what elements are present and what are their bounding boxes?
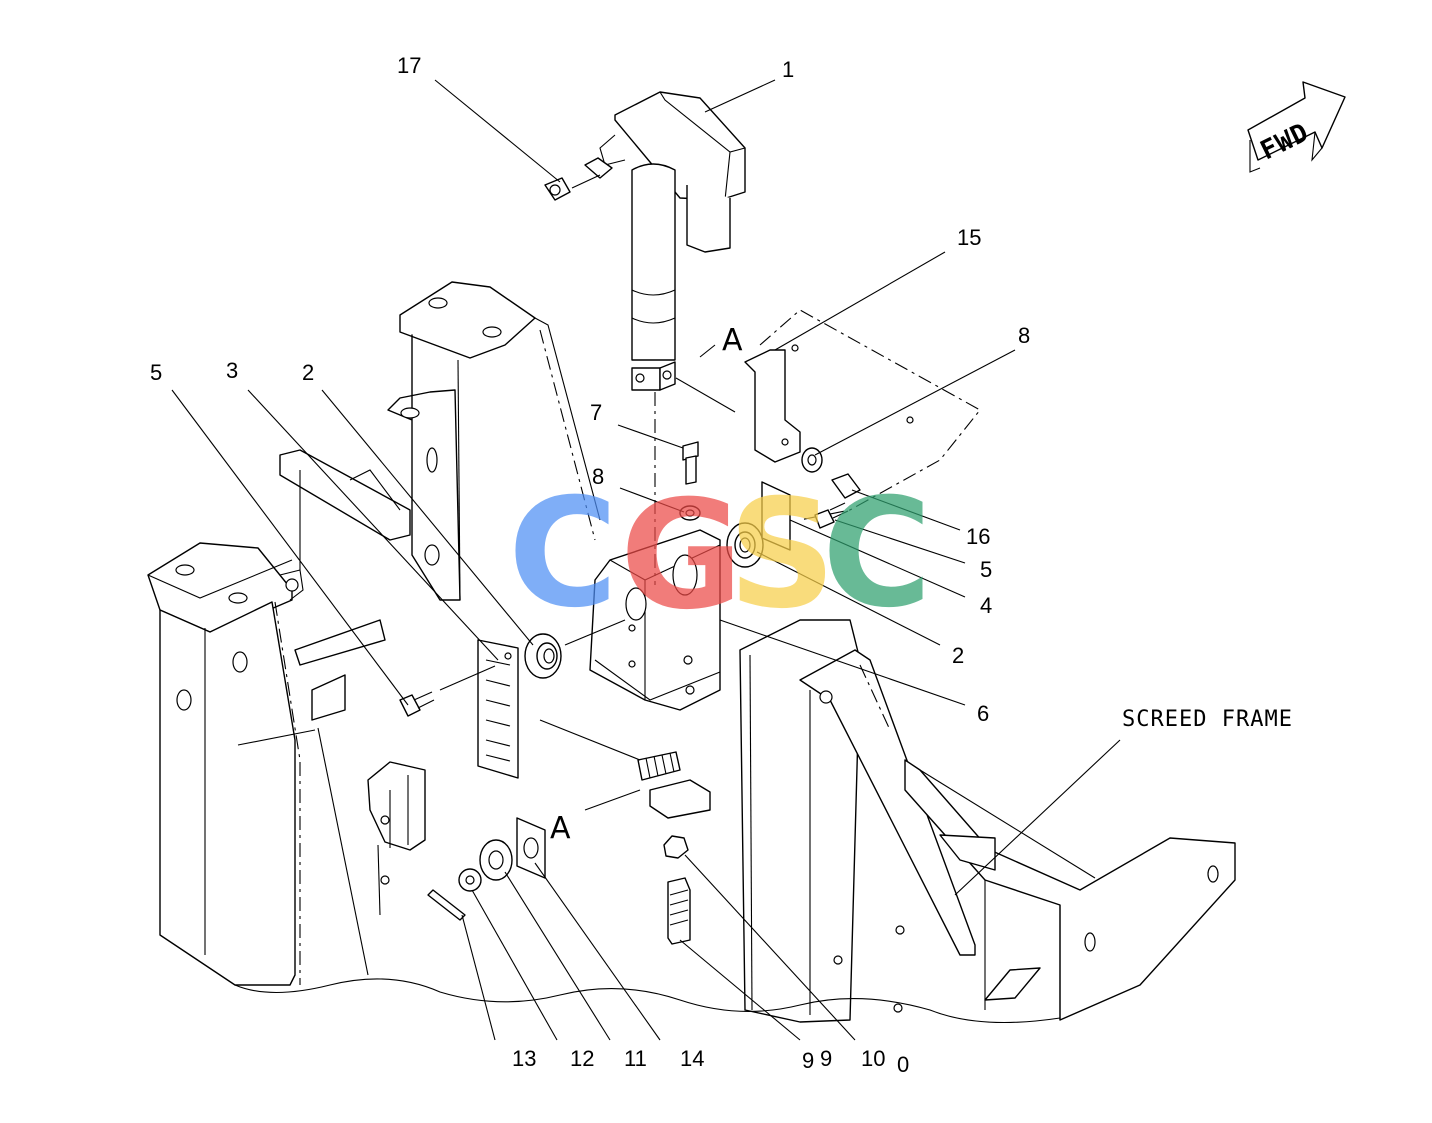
- callout-5-left: 5: [150, 360, 162, 385]
- castle-nut-12: [458, 868, 482, 892]
- watermark-letter-2: G: [620, 469, 743, 643]
- leader-lines: [171, 79, 1121, 1041]
- callout-labels: 17 1 15 8 5 3 2 7 8 16 5 4 2 6 13 12 11 …: [150, 53, 1030, 1077]
- callout-0: 0: [897, 1052, 909, 1077]
- center-lines: [439, 377, 736, 761]
- callout-11: 11: [624, 1046, 647, 1071]
- watermark-letter-1: C: [508, 467, 618, 641]
- fitting: [544, 157, 613, 201]
- washer-11: [479, 839, 513, 881]
- pivot-bracket-6: [589, 529, 721, 711]
- right-upright-frame: [739, 619, 976, 1023]
- plate-4: [761, 481, 791, 551]
- callout-17: 17: [397, 53, 421, 78]
- bolt-5-left: [399, 691, 435, 717]
- bolt-7: [682, 441, 699, 485]
- callout-2-right: 2: [952, 643, 964, 668]
- mount-plate-15: [744, 309, 981, 521]
- callout-8-lower: 8: [592, 464, 604, 489]
- callout-16: 16: [966, 524, 990, 549]
- callout-9-partial: 9: [802, 1048, 814, 1073]
- callout-12: 12: [570, 1046, 594, 1071]
- washer-8-lower: [679, 505, 701, 521]
- left-upright-frame: [147, 542, 369, 986]
- callout-1: 1: [782, 57, 794, 82]
- plate-14: [516, 817, 546, 879]
- callout-13: 13: [512, 1046, 536, 1071]
- callout-2-left: 2: [302, 360, 314, 385]
- bolt-5-right: [814, 502, 849, 529]
- pin-9: [667, 877, 691, 945]
- callout-7: 7: [590, 400, 602, 425]
- hydraulic-cylinder: [599, 91, 746, 391]
- callout-5-right: 5: [980, 557, 992, 582]
- watermark-letter-4: C: [822, 467, 932, 641]
- frame-caption: SCREED FRAME: [1122, 707, 1293, 732]
- spring: [637, 751, 711, 819]
- watermark-letter-3: S: [728, 468, 836, 642]
- callout-9: 9: [820, 1046, 832, 1071]
- watermark-logo: C G S C: [508, 467, 932, 643]
- decal-plate-3: [477, 639, 519, 779]
- pin-13: [427, 889, 466, 921]
- forward-arrow-icon: FWD: [1247, 81, 1346, 173]
- bearing-2-right: [726, 522, 764, 568]
- section-marker-upper: A: [722, 323, 743, 358]
- callout-4: 4: [980, 593, 992, 618]
- callout-8-upper: 8: [1018, 323, 1030, 348]
- bolt-16: [831, 473, 861, 499]
- bearing-2-left: [524, 633, 562, 679]
- callout-6: 6: [977, 701, 989, 726]
- section-marker-lower: A: [550, 811, 571, 846]
- callout-14: 14: [680, 1046, 704, 1071]
- callout-10: 10: [861, 1046, 885, 1071]
- screed-frame: [234, 759, 1236, 1023]
- nut-10: [663, 835, 689, 859]
- callout-15: 15: [957, 225, 981, 250]
- callout-3: 3: [226, 358, 238, 383]
